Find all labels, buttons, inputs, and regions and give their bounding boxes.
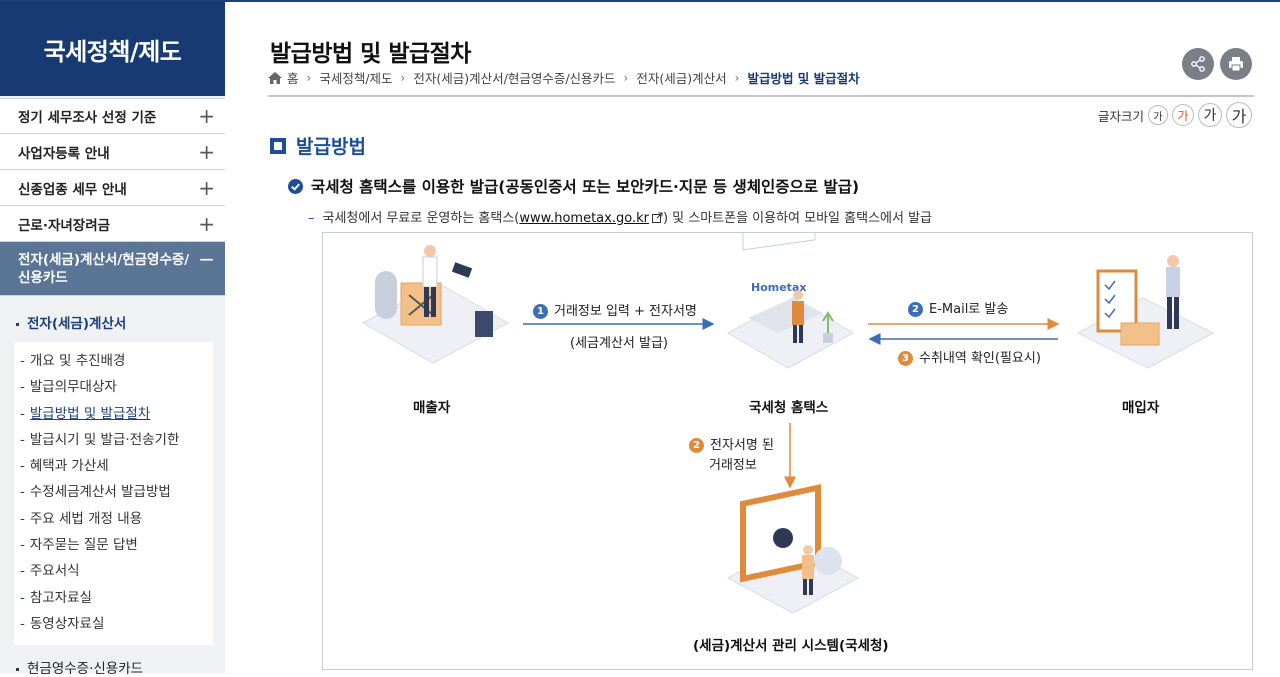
sidebar: 국세정책/제도 정기 세무조사 선정 기준 + 사업자등록 안내 + 신종업종 … xyxy=(0,2,225,677)
step2-down-label-line2: 거래정보 xyxy=(709,458,757,473)
sidebar-title: 국세정책/제도 xyxy=(0,2,225,96)
font-size-label: 글자크기 xyxy=(1097,108,1144,124)
system-label: (세금)계산서 관리 시스템(국세청) xyxy=(693,638,889,654)
collapse-icon: − xyxy=(198,247,215,271)
submenu-item[interactable]: -자주묻는 질문 답변 xyxy=(20,537,138,554)
square-bullet-icon xyxy=(270,137,286,154)
submenu-item[interactable]: -개요 및 추진배경 xyxy=(20,353,126,369)
share-button[interactable] xyxy=(1182,48,1214,80)
sidebar-item-new-industry[interactable]: 신종업종 세무 안내 + xyxy=(0,170,225,206)
chevron-right-icon: › xyxy=(306,70,312,85)
submenu-item[interactable]: -혜택과 가산세 xyxy=(20,458,109,475)
home-icon[interactable] xyxy=(268,71,282,84)
submenu-item[interactable]: -주요서식 xyxy=(20,563,80,580)
sidebar-item-label: 정기 세무조사 선정 기준 xyxy=(18,110,157,126)
step-number-badge: 2 xyxy=(908,302,923,317)
submenu-item-current[interactable]: -발급방법 및 발급절차 xyxy=(20,405,151,422)
chevron-right-icon: › xyxy=(400,70,406,85)
step-number-badge: 3 xyxy=(898,351,913,366)
dash-bullet: – xyxy=(308,211,315,226)
title-divider xyxy=(268,95,1254,97)
expand-icon: + xyxy=(198,104,215,128)
sidebar-item-label: 사업자등록 안내 xyxy=(18,145,110,162)
font-size-default-button[interactable]: 가 xyxy=(1172,104,1194,126)
submenu-item[interactable]: -발급시기 및 발급·전송기한 xyxy=(20,431,180,448)
submenu-item[interactable]: -참고자료실 xyxy=(20,589,92,606)
sidebar-subgroup-e-invoice[interactable]: 전자(세금)계산서 xyxy=(0,296,225,338)
sidebar-item-incentive[interactable]: 근로·자녀장려금 + xyxy=(0,206,225,242)
breadcrumb-item[interactable]: 전자(세금)계산서 xyxy=(636,71,727,86)
sidebar-item-business-registration[interactable]: 사업자등록 안내 + xyxy=(0,134,225,170)
submenu-item[interactable]: -발급의무대상자 xyxy=(20,379,117,396)
system-illustration xyxy=(726,484,860,614)
subsection-title: 국세청 홈택스를 이용한 발급(공동인증서 또는 보안카드·지문 등 생체인증으… xyxy=(288,175,859,197)
chevron-right-icon: › xyxy=(734,70,740,85)
top-accent-line xyxy=(0,0,1280,2)
font-size-control: 글자크기 가 가 가 가 xyxy=(1098,102,1252,128)
expand-icon: + xyxy=(198,139,215,164)
sidebar-item-tax-audit[interactable]: 정기 세무조사 선정 기준 + xyxy=(0,98,225,134)
font-size-small-button[interactable]: 가 xyxy=(1148,105,1168,125)
step-number-badge: 2 xyxy=(689,438,704,453)
font-size-xlarge-button[interactable]: 가 xyxy=(1226,102,1252,128)
print-button[interactable] xyxy=(1220,48,1252,80)
expand-icon: + xyxy=(198,175,215,200)
page-title: 발급방법 및 발급절차 xyxy=(270,41,471,67)
main-content: 발급방법 및 발급절차 홈 › 국세정책/제도 › 전자(세금)계산서/현금영수… xyxy=(268,2,1254,673)
sidebar-item-e-invoice[interactable]: 전자(세금)계산서/현금영수증/신용카드 − xyxy=(0,242,225,296)
chevron-right-icon: › xyxy=(623,70,629,85)
hometax-label: 국세청 홈택스 xyxy=(749,400,829,416)
submenu-item[interactable]: -수정세금계산서 발급방법 xyxy=(20,484,171,501)
buyer-illustration xyxy=(1076,255,1215,369)
breadcrumb-current: 발급방법 및 발급절차 xyxy=(747,71,860,86)
submenu-item[interactable]: -주요 세법 개정 내용 xyxy=(20,510,143,527)
print-icon xyxy=(1229,57,1243,72)
step1-sublabel: (세금계산서 발급) xyxy=(570,336,668,351)
section-title: 발급방법 xyxy=(270,132,366,159)
sidebar-submenu: -개요 및 추진배경 -발급의무대상자 -발급방법 및 발급절차 -발급시기 및… xyxy=(14,342,213,646)
description-line: –국세청에서 무료로 운영하는 홈택스(www.hometax.go.kr) 및… xyxy=(308,211,933,226)
sidebar-item-label: 신종업종 세무 안내 xyxy=(18,181,127,198)
submenu-item[interactable]: -동영상자료실 xyxy=(20,615,105,632)
breadcrumb-item[interactable]: 국세정책/제도 xyxy=(319,71,393,86)
sidebar-item-label: 근로·자녀장려금 xyxy=(18,217,111,234)
share-icon xyxy=(1191,56,1205,72)
sidebar-subgroup-cash-receipt[interactable]: 현금영수증·신용카드 xyxy=(0,645,225,677)
seller-illustration xyxy=(361,245,510,364)
expand-icon: + xyxy=(198,211,215,236)
issuance-process-diagram: Hometax xyxy=(322,232,1253,670)
step-number-badge: 1 xyxy=(533,304,548,319)
breadcrumb-item[interactable]: 전자(세금)계산서/현금영수증/신용카드 xyxy=(413,71,616,86)
external-link-icon[interactable] xyxy=(651,212,663,223)
bullet-icon xyxy=(16,667,19,671)
hometax-link[interactable]: www.hometax.go.kr xyxy=(519,211,649,226)
hometax-illustration: Hometax xyxy=(726,233,855,369)
buyer-label: 매입자 xyxy=(1122,400,1160,416)
font-size-large-button[interactable]: 가 xyxy=(1198,103,1222,127)
seller-label: 매출자 xyxy=(413,400,451,416)
diagram-illustrations: Hometax xyxy=(361,233,1215,614)
bullet-icon xyxy=(16,322,19,326)
sidebar-item-label: 전자(세금)계산서/현금영수증/신용카드 xyxy=(18,251,190,286)
check-circle-icon xyxy=(288,178,303,194)
hometax-logo: Hometax xyxy=(751,281,806,294)
breadcrumb: 홈 › 국세정책/제도 › 전자(세금)계산서/현금영수증/신용카드 › 전자(… xyxy=(268,68,860,87)
breadcrumb-home[interactable]: 홈 xyxy=(287,71,299,86)
